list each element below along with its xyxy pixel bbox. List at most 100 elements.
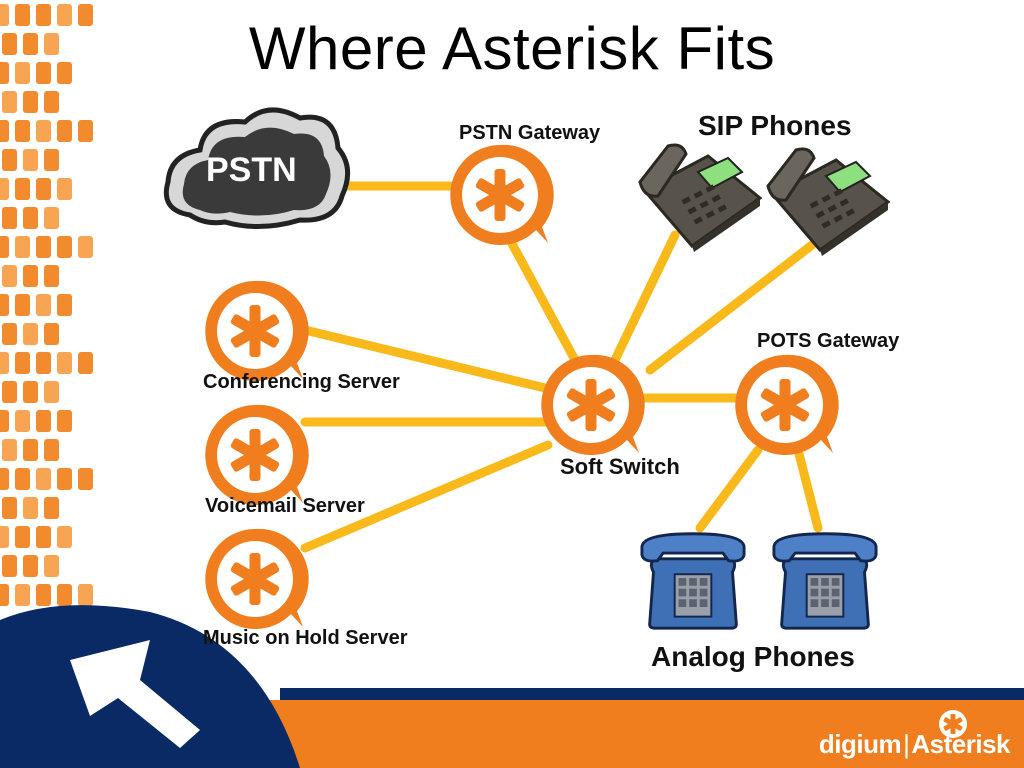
decor-square bbox=[57, 526, 72, 548]
decor-square bbox=[15, 62, 30, 84]
pstn-gateway-asterisk-icon bbox=[450, 144, 554, 245]
decor-square bbox=[44, 207, 59, 229]
decor-square bbox=[36, 584, 51, 606]
decor-square bbox=[23, 439, 38, 461]
edge-pots-analog2 bbox=[793, 445, 823, 533]
decor-square bbox=[23, 207, 38, 229]
decor-square bbox=[44, 323, 59, 345]
decor-square bbox=[15, 468, 30, 490]
decor-square bbox=[23, 497, 38, 519]
decor-square bbox=[44, 497, 59, 519]
pstn-label: PSTN bbox=[206, 151, 297, 189]
edge-conferencing-switch bbox=[300, 325, 550, 393]
decor-square bbox=[0, 236, 9, 258]
connections bbox=[300, 181, 823, 553]
decor-square bbox=[2, 381, 17, 403]
analog-phone-icon bbox=[772, 532, 878, 630]
conferencing-asterisk-icon bbox=[205, 280, 309, 381]
decor-square bbox=[44, 439, 59, 461]
decor-square bbox=[57, 120, 72, 142]
decor-square bbox=[0, 526, 9, 548]
edge-sipphone2-switch bbox=[645, 240, 817, 375]
brand-company: digium bbox=[818, 729, 902, 759]
decor-square bbox=[57, 584, 72, 606]
decor-square bbox=[23, 323, 38, 345]
navy-swoosh-arrow bbox=[0, 605, 300, 768]
decor-square bbox=[36, 62, 51, 84]
decor-square bbox=[15, 236, 30, 258]
decor-square bbox=[57, 178, 72, 200]
decor-square bbox=[15, 178, 30, 200]
decor-square bbox=[0, 294, 9, 316]
orange-squares-pattern bbox=[0, 4, 93, 606]
decor-square bbox=[44, 149, 59, 171]
asterisk-logo-icon bbox=[939, 710, 967, 738]
music-on-hold-server-label: Music on Hold Server bbox=[203, 627, 408, 649]
decor-square bbox=[78, 120, 93, 142]
decor-square bbox=[15, 352, 30, 374]
decor-square bbox=[44, 265, 59, 287]
decor-square bbox=[0, 120, 9, 142]
edge-gateway-switch bbox=[505, 235, 580, 365]
edge-sipphone1-switch bbox=[610, 230, 680, 365]
decor-square bbox=[0, 584, 9, 606]
decor-square bbox=[2, 323, 17, 345]
decor-square bbox=[2, 149, 17, 171]
brand-separator: | bbox=[903, 729, 910, 759]
decor-square bbox=[57, 4, 72, 26]
decor-square bbox=[15, 294, 30, 316]
decor-square bbox=[2, 555, 17, 577]
decor-square bbox=[36, 468, 51, 490]
pots-gateway-label: POTS Gateway bbox=[757, 330, 900, 352]
slide-title: Where Asterisk Fits bbox=[248, 15, 776, 82]
edge-pots-analog1 bbox=[695, 445, 763, 533]
brand-wordmark: digium|Asterisk bbox=[818, 729, 1011, 760]
decor-square bbox=[36, 352, 51, 374]
decor-square bbox=[36, 236, 51, 258]
decor-square bbox=[36, 294, 51, 316]
pstn-gateway-label: PSTN Gateway bbox=[459, 122, 601, 144]
decor-square bbox=[0, 62, 9, 84]
decor-square bbox=[0, 178, 9, 200]
decor-square bbox=[0, 4, 9, 26]
decor-square bbox=[2, 497, 17, 519]
decor-square bbox=[2, 207, 17, 229]
sip-phone-icon bbox=[766, 147, 890, 256]
decor-square bbox=[23, 149, 38, 171]
voicemail-server-label: Voicemail Server bbox=[205, 495, 365, 517]
decor-square bbox=[15, 526, 30, 548]
pstn-cloud-icon bbox=[163, 107, 351, 230]
soft-switch-asterisk-icon bbox=[541, 354, 645, 455]
conferencing-server-label: Conferencing Server bbox=[203, 371, 400, 393]
edge-moh-switch bbox=[300, 440, 553, 553]
decor-square bbox=[36, 526, 51, 548]
sip-phone-icon bbox=[638, 143, 762, 252]
decor-square bbox=[44, 555, 59, 577]
decor-square bbox=[23, 381, 38, 403]
decor-square bbox=[0, 352, 9, 374]
decor-square bbox=[36, 120, 51, 142]
decor-square bbox=[2, 91, 17, 113]
decor-square bbox=[23, 91, 38, 113]
footer-stripe bbox=[280, 688, 1024, 700]
pots-gateway-asterisk-icon bbox=[735, 354, 839, 455]
decor-square bbox=[15, 4, 30, 26]
decor-square bbox=[78, 4, 93, 26]
soft-switch-label: Soft Switch bbox=[560, 454, 680, 479]
decor-square bbox=[57, 236, 72, 258]
decor-square bbox=[44, 381, 59, 403]
decor-square bbox=[36, 4, 51, 26]
analog-phone-icon bbox=[640, 532, 746, 630]
decor-square bbox=[36, 178, 51, 200]
decor-square bbox=[57, 294, 72, 316]
decor-square bbox=[36, 410, 51, 432]
decor-square bbox=[23, 33, 38, 55]
decor-square bbox=[15, 584, 30, 606]
decor-square bbox=[78, 352, 93, 374]
music-on-hold-asterisk-icon bbox=[205, 528, 309, 629]
decor-square bbox=[57, 62, 72, 84]
decor-square bbox=[0, 410, 9, 432]
decor-square bbox=[23, 555, 38, 577]
analog-phones-label: Analog Phones bbox=[651, 641, 855, 672]
decor-square bbox=[57, 410, 72, 432]
